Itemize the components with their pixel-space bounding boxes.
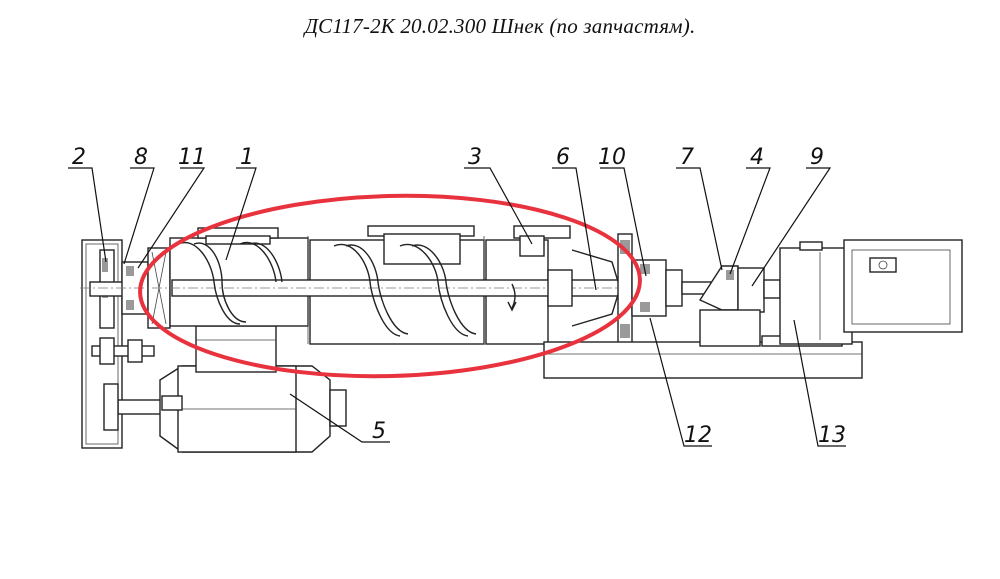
label-part-2: 2 xyxy=(72,145,86,170)
base-frame xyxy=(543,335,863,379)
tensioner-roller xyxy=(91,337,155,365)
auger-flights-part-1 xyxy=(177,241,477,337)
label-part-4: 4 xyxy=(750,145,764,170)
auger-trough-part-3 xyxy=(80,225,870,345)
sprocket-part-2 xyxy=(89,249,127,329)
label-part-3: 3 xyxy=(468,145,482,170)
label-part-11: 11 xyxy=(178,145,206,170)
label-part-8: 8 xyxy=(134,145,148,170)
coupling-parts-4-7-9 xyxy=(681,265,781,347)
electric-motor xyxy=(843,239,963,333)
label-part-12: 12 xyxy=(684,423,712,448)
drawing-title: ДС117-2К 20.02.300 Шнек (по запчастям). xyxy=(304,14,696,38)
label-part-5: 5 xyxy=(372,419,386,444)
motor-part-5 xyxy=(103,365,347,453)
label-part-9: 9 xyxy=(810,145,824,170)
label-part-13: 13 xyxy=(818,423,846,448)
highlight-ellipse xyxy=(138,193,642,379)
label-part-6: 6 xyxy=(556,145,570,170)
part-callouts: 2 8 11 1 3 6 10 7 4 9 5 12 13 xyxy=(68,145,846,448)
label-part-1: 1 xyxy=(240,145,254,170)
label-part-10: 10 xyxy=(598,145,626,170)
support-stand xyxy=(195,325,277,373)
label-part-7: 7 xyxy=(680,145,694,170)
